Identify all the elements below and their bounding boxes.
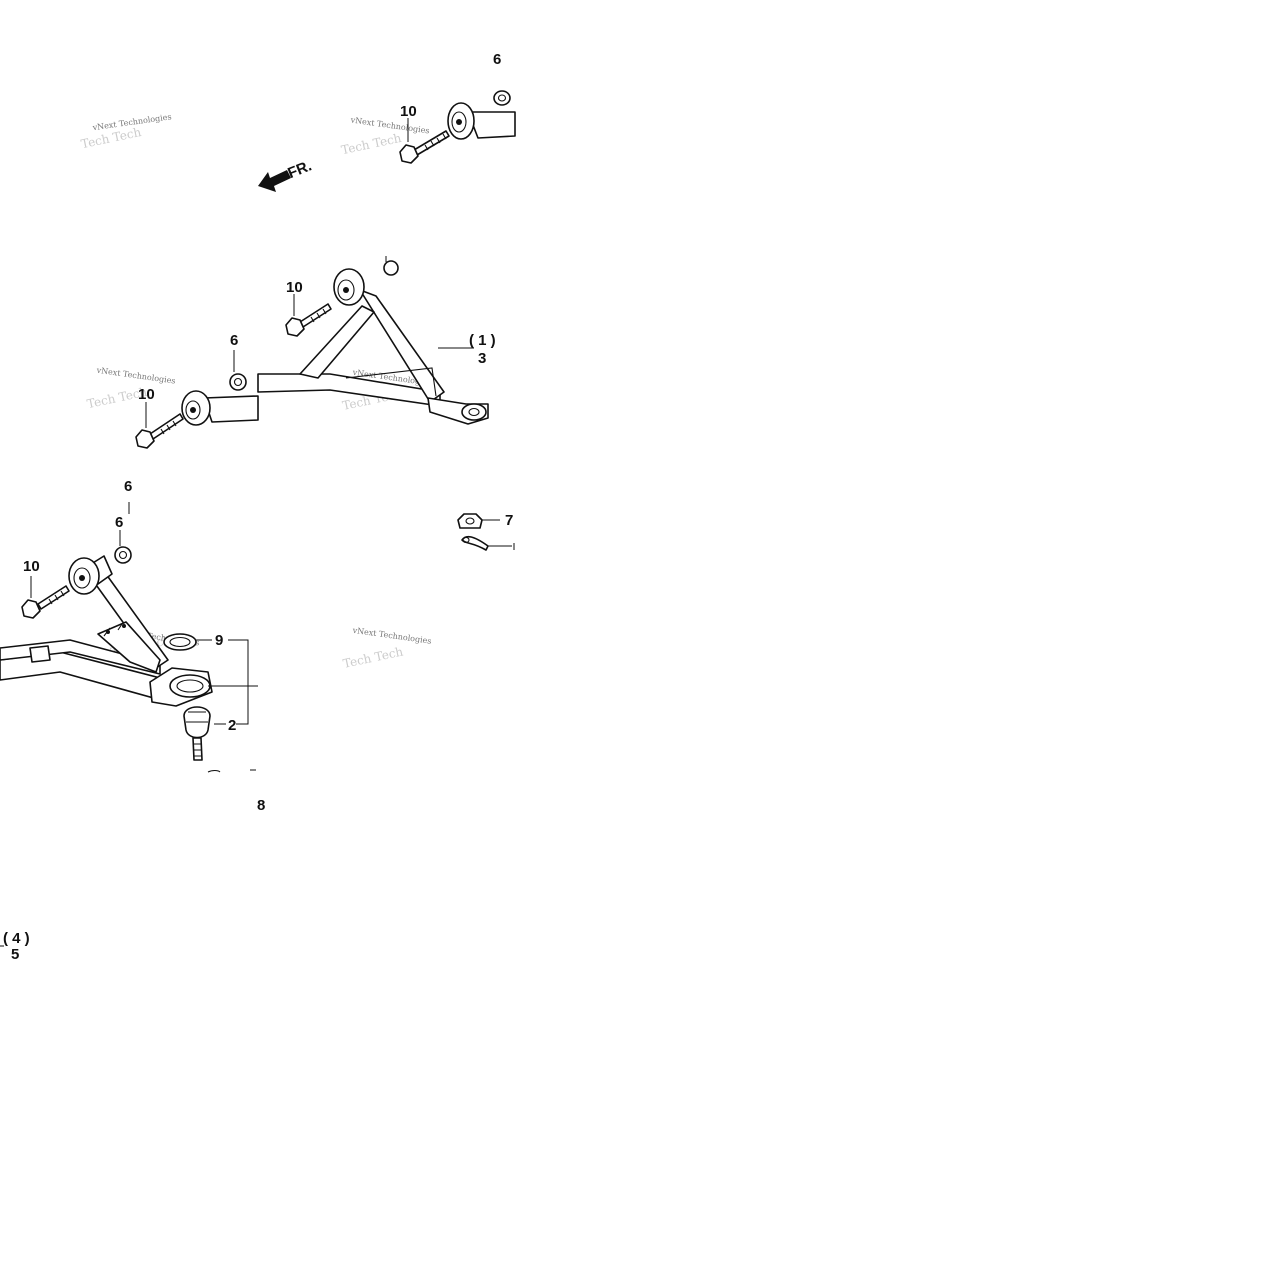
watermark-6: Tech Tech vNext Technologies bbox=[342, 626, 432, 671]
callout-6-top: 6 bbox=[493, 51, 501, 68]
callout-6-lower-b: 6 bbox=[115, 514, 123, 531]
callout-4: ( 4 ) bbox=[3, 930, 30, 947]
watermark-3: Tech Tech vNext Technologies bbox=[86, 366, 176, 412]
bolt-icon bbox=[21, 585, 70, 619]
callout-5: 5 bbox=[11, 946, 19, 963]
bolt-icon bbox=[135, 413, 184, 449]
callout-3: 3 bbox=[478, 350, 486, 367]
callout-10-middle-right: 10 bbox=[286, 279, 303, 296]
callout-10-middle-left: 10 bbox=[138, 386, 155, 403]
nut-icon bbox=[229, 373, 247, 391]
snap-ring-icon bbox=[163, 633, 197, 651]
nut-icon bbox=[114, 546, 132, 564]
nut-icon bbox=[493, 90, 511, 106]
arrow-left-icon bbox=[258, 170, 291, 192]
callout-6-lower-a: 6 bbox=[124, 478, 132, 495]
svg-text:Tech Tech: Tech Tech bbox=[342, 644, 405, 670]
callout-2: 2 bbox=[228, 717, 236, 734]
front-direction-arrow: FR. bbox=[258, 157, 314, 192]
direction-label: FR. bbox=[285, 157, 314, 182]
callout-8: 8 bbox=[257, 797, 265, 814]
castle-nut-icon bbox=[457, 513, 483, 529]
ball-joint-icon bbox=[183, 706, 211, 761]
top-arm-assembly bbox=[399, 90, 516, 164]
bolt-icon bbox=[285, 303, 332, 337]
bolt-icon bbox=[399, 130, 450, 164]
callout-10-top: 10 bbox=[400, 103, 417, 120]
callout-9: 9 bbox=[215, 632, 223, 649]
cotter-pin-icon bbox=[461, 535, 489, 551]
middle-left-arm-assembly bbox=[135, 350, 259, 449]
callout-1: ( 1 ) bbox=[469, 332, 496, 349]
lower-a-arm-assembly bbox=[0, 502, 258, 947]
callout-7: 7 bbox=[505, 512, 513, 529]
watermark-1: Tech Tech vNext Technologies bbox=[80, 112, 172, 151]
svg-text:Tech Tech: Tech Tech bbox=[340, 131, 403, 157]
middle-a-arm-assembly bbox=[257, 256, 489, 425]
callout-6-middle: 6 bbox=[230, 332, 238, 349]
castle-nut-assembly bbox=[457, 513, 515, 551]
watermark-text-6: vNext Technologies bbox=[351, 626, 432, 646]
watermark-text-3: vNext Technologies bbox=[95, 366, 176, 386]
callout-10-lower: 10 bbox=[23, 558, 40, 575]
